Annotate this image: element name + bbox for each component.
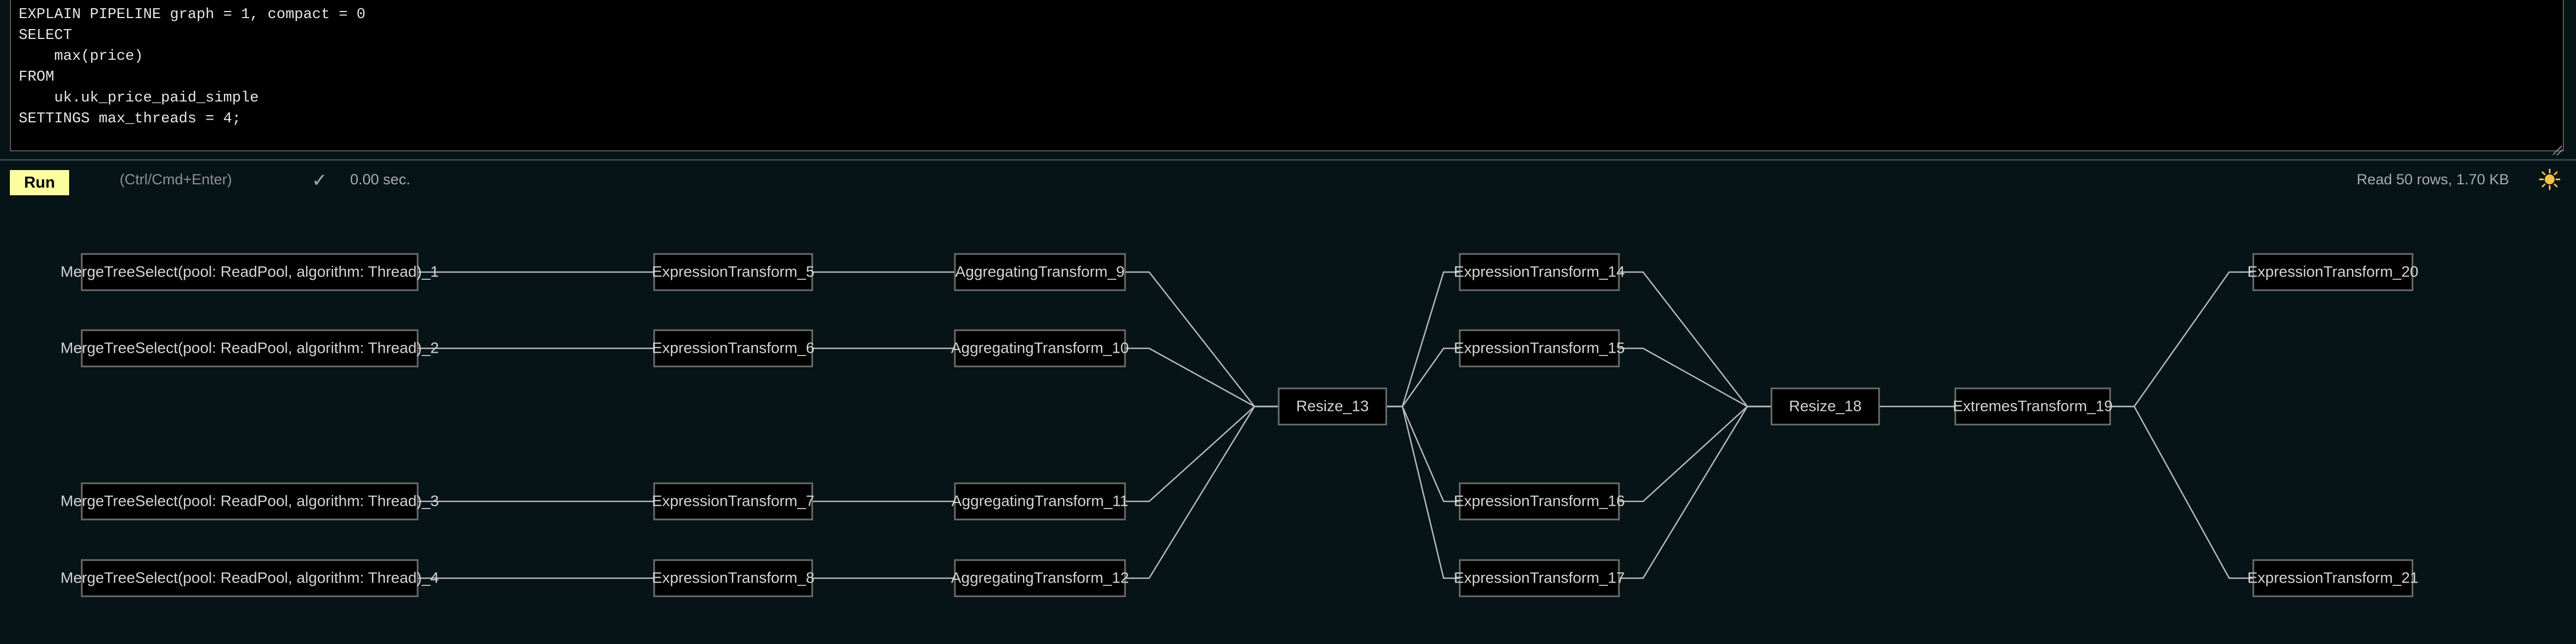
graph-node[interactable]: ExpressionTransform_15: [1454, 329, 1625, 368]
graph-node[interactable]: MergeTreeSelect(pool: ReadPool, algorith…: [60, 559, 439, 597]
graph-node-label: ExtremesTransform_19: [1953, 397, 2113, 414]
graph-edge: [1386, 347, 1460, 408]
graph-node[interactable]: ExpressionTransform_6: [652, 329, 814, 368]
graph-node-box[interactable]: [954, 559, 1126, 597]
graph-node[interactable]: ExpressionTransform_8: [652, 559, 814, 597]
graph-node-label: ExpressionTransform_15: [1454, 339, 1625, 356]
graph-node[interactable]: ExtremesTransform_19: [1953, 387, 2113, 426]
panel-divider: [0, 159, 2576, 161]
graph-node[interactable]: ExpressionTransform_17: [1454, 559, 1625, 597]
graph-node-box[interactable]: [81, 329, 419, 368]
graph-node-box[interactable]: [653, 559, 813, 597]
graph-edge: [1619, 405, 1771, 579]
elapsed-time-label: 0.00 sec.: [350, 171, 410, 188]
graph-node-label: ExpressionTransform_17: [1454, 569, 1625, 586]
graph-node[interactable]: ExpressionTransform_16: [1454, 482, 1625, 521]
graph-node-label: ExpressionTransform_8: [652, 569, 814, 586]
graph-node-box[interactable]: [1278, 387, 1387, 426]
graph-node-box[interactable]: [653, 329, 813, 368]
graph-node-label: ExpressionTransform_6: [652, 339, 814, 356]
graph-node[interactable]: AggregatingTransform_12: [951, 559, 1129, 597]
graph-node-label: ExpressionTransform_21: [2247, 569, 2418, 586]
graph-edge: [1386, 271, 1460, 408]
graph-node-label: AggregatingTransform_12: [951, 569, 1129, 586]
graph-node[interactable]: Resize_18: [1770, 387, 1880, 426]
graph-edge: [1125, 405, 1279, 579]
graph-node-label: ExpressionTransform_5: [652, 263, 814, 280]
graph-node-label: MergeTreeSelect(pool: ReadPool, algorith…: [60, 263, 438, 280]
graph-nodes: MergeTreeSelect(pool: ReadPool, algorith…: [60, 253, 2418, 597]
graph-node-label: MergeTreeSelect(pool: ReadPool, algorith…: [60, 492, 438, 509]
graph-node-label: Resize_18: [1789, 397, 1861, 414]
graph-node-box[interactable]: [81, 482, 419, 521]
sql-query-input[interactable]: [10, 0, 2564, 151]
run-button[interactable]: Run: [10, 170, 69, 195]
graph-edge: [2110, 271, 2253, 408]
graph-node[interactable]: ExpressionTransform_20: [2247, 253, 2418, 291]
graph-node[interactable]: ExpressionTransform_21: [2247, 559, 2418, 597]
graph-node-box[interactable]: [81, 559, 419, 597]
graph-edge: [1125, 271, 1279, 408]
graph-node[interactable]: ExpressionTransform_14: [1454, 253, 1625, 291]
graph-node-box[interactable]: [1954, 387, 2111, 426]
graph-node[interactable]: AggregatingTransform_11: [952, 482, 1128, 521]
sql-editor-panel: [0, 0, 2576, 160]
graph-node-box[interactable]: [2252, 253, 2414, 291]
graph-node[interactable]: AggregatingTransform_10: [951, 329, 1129, 368]
graph-node-box[interactable]: [1459, 329, 1620, 368]
graph-edge: [1386, 405, 1460, 579]
graph-node-box[interactable]: [1770, 387, 1880, 426]
graph-node[interactable]: ExpressionTransform_5: [652, 253, 814, 291]
graph-node[interactable]: MergeTreeSelect(pool: ReadPool, algorith…: [60, 253, 439, 291]
graph-node-box[interactable]: [81, 253, 419, 291]
graph-node[interactable]: AggregatingTransform_9: [954, 253, 1126, 291]
graph-edges: [418, 271, 2253, 579]
graph-node-label: MergeTreeSelect(pool: ReadPool, algorith…: [60, 569, 438, 586]
graph-node-label: ExpressionTransform_14: [1454, 263, 1625, 280]
graph-node-box[interactable]: [1459, 482, 1620, 521]
graph-edge: [1619, 271, 1771, 408]
graph-node-box[interactable]: [653, 482, 813, 521]
graph-node-label: AggregatingTransform_11: [952, 492, 1128, 509]
graph-edge: [1386, 405, 1460, 502]
graph-node[interactable]: Resize_13: [1278, 387, 1387, 426]
graph-node[interactable]: ExpressionTransform_7: [652, 482, 814, 521]
graph-edge: [1125, 405, 1279, 502]
graph-edge: [1619, 347, 1771, 408]
graph-node-label: AggregatingTransform_10: [951, 339, 1129, 356]
graph-node-box[interactable]: [653, 253, 813, 291]
graph-node-label: MergeTreeSelect(pool: ReadPool, algorith…: [60, 339, 438, 356]
graph-edge: [2110, 405, 2253, 579]
graph-node-box[interactable]: [1459, 559, 1620, 597]
graph-node-box[interactable]: [954, 329, 1126, 368]
graph-node-label: AggregatingTransform_9: [955, 263, 1125, 280]
graph-node[interactable]: MergeTreeSelect(pool: ReadPool, algorith…: [60, 329, 439, 368]
graph-node[interactable]: MergeTreeSelect(pool: ReadPool, algorith…: [60, 482, 439, 521]
graph-node-label: ExpressionTransform_7: [652, 492, 814, 509]
graph-node-label: ExpressionTransform_16: [1454, 492, 1625, 509]
graph-edge: [1125, 347, 1279, 408]
success-check-icon: ✓: [312, 170, 328, 191]
run-shortcut-hint: (Ctrl/Cmd+Enter): [120, 171, 232, 188]
read-stats-label: Read 50 rows, 1.70 KB: [2356, 171, 2509, 188]
graph-edge: [1619, 405, 1771, 502]
graph-node-box[interactable]: [954, 253, 1126, 291]
graph-node-box[interactable]: [2252, 559, 2414, 597]
query-toolbar: Run (Ctrl/Cmd+Enter) ✓ 0.00 sec. Read 50…: [0, 161, 2576, 205]
sun-icon[interactable]: [2539, 168, 2561, 190]
graph-node-box[interactable]: [1459, 253, 1620, 291]
pipeline-graph-canvas[interactable]: MergeTreeSelect(pool: ReadPool, algorith…: [0, 205, 2576, 644]
graph-node-label: Resize_13: [1296, 397, 1369, 414]
graph-node-label: ExpressionTransform_20: [2247, 263, 2418, 280]
graph-node-box[interactable]: [954, 482, 1126, 521]
